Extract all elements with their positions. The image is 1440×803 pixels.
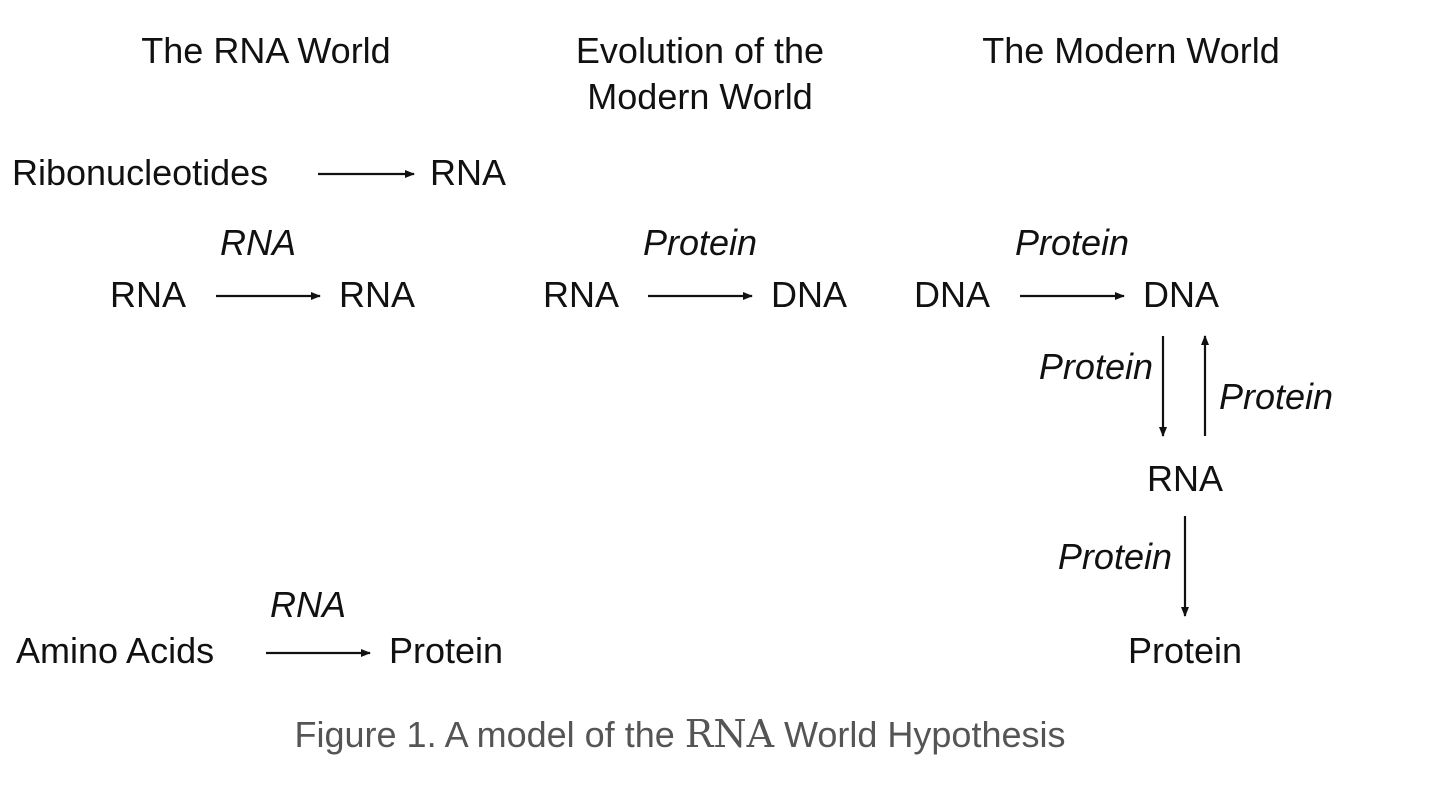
node-amino-acids: Amino Acids bbox=[16, 630, 215, 671]
catalyst-protein-dna-replication: Protein bbox=[1014, 222, 1130, 263]
heading-evolution: Evolution of the Modern World bbox=[576, 28, 824, 120]
heading-rna-world: The RNA World bbox=[141, 30, 391, 71]
caption-prefix: Figure 1. A model of the bbox=[294, 714, 685, 755]
node-protein-modern: Protein bbox=[1127, 630, 1243, 671]
node-dna-template: DNA bbox=[914, 274, 991, 315]
heading-evolution-line1: Evolution of the bbox=[575, 30, 825, 71]
heading-modern-world: The Modern World bbox=[982, 30, 1280, 71]
node-rna-copy: RNA bbox=[339, 274, 416, 315]
node-dna-modern: DNA bbox=[1143, 274, 1220, 315]
node-ribonucleotides: Ribonucleotides bbox=[12, 152, 269, 193]
node-rna-synthesized: RNA bbox=[430, 152, 507, 193]
node-dna-evolution: DNA bbox=[771, 274, 848, 315]
node-rna-modern: RNA bbox=[1146, 458, 1224, 499]
catalyst-rna-translation: RNA bbox=[269, 584, 347, 625]
heading-evolution-line2: Modern World bbox=[587, 76, 813, 117]
catalyst-protein-reverse-transcription: Protein bbox=[642, 222, 758, 263]
figure-caption: Figure 1. A model of the RNA World Hypot… bbox=[295, 712, 1066, 757]
catalyst-protein-reverse: Protein bbox=[1219, 376, 1334, 417]
catalyst-protein-translation: Protein bbox=[1057, 536, 1172, 577]
caption-suffix: World Hypothesis bbox=[774, 714, 1066, 755]
catalyst-rna-replication: RNA bbox=[219, 222, 297, 263]
node-protein-rna-world: Protein bbox=[389, 630, 504, 671]
catalyst-protein-transcription: Protein bbox=[1038, 346, 1153, 387]
node-rna-evolution: RNA bbox=[543, 274, 620, 315]
caption-emphasis: RNA bbox=[684, 712, 775, 756]
node-rna-template: RNA bbox=[110, 274, 187, 315]
